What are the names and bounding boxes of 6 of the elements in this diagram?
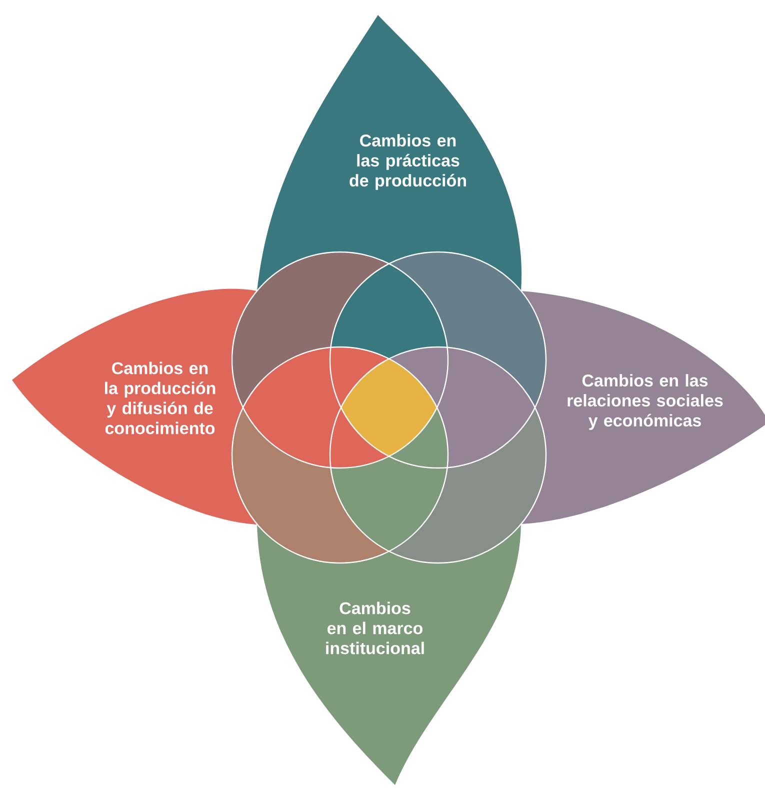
petal-label: Cambios en las relaciones sociales y económicas bbox=[568, 374, 723, 430]
petal-label: Cambios en las prácticas de producción bbox=[350, 134, 466, 190]
petal bbox=[257, 15, 521, 291]
petal bbox=[257, 524, 521, 785]
petal-label: Cambios en la producción y difusión de conocimiento bbox=[105, 362, 216, 434]
petal-label: Cambios en el marco institucional bbox=[326, 602, 424, 654]
